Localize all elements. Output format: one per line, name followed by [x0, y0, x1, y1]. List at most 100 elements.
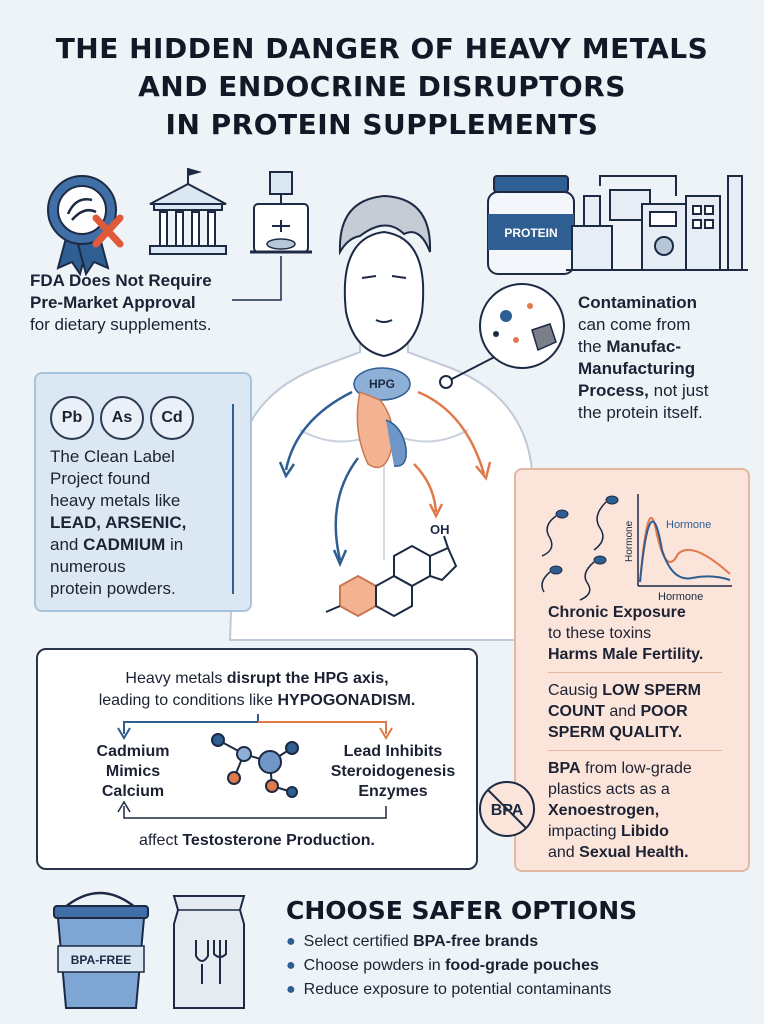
- clp-line-4-post: in: [170, 535, 184, 554]
- hormone-graph: Hormone Hormone Hormone: [624, 494, 732, 603]
- sperm-and-hormone-graph: Hormone Hormone Hormone: [541, 494, 732, 603]
- page-title: THE HIDDEN DANGER OF HEAVY METALS AND EN…: [0, 30, 764, 144]
- fert-bold-4: COUNT: [548, 703, 605, 720]
- fda-bold-2: Pre-Market Approval: [30, 293, 196, 312]
- bpa-free-bucket-icon: BPA-FREE: [53, 891, 149, 1009]
- contam-bold-3: Manufacturing: [578, 359, 696, 378]
- safer-item-3: ●Reduce exposure to potential contaminan…: [286, 981, 612, 998]
- clp-line-6: protein powders.: [50, 579, 176, 598]
- fert-text-1: to these toxins: [548, 625, 652, 642]
- fda-text: for dietary supplements.: [30, 315, 212, 334]
- fert-text-6: impacting: [548, 823, 617, 840]
- clean-label-text: The Clean Label Project found heavy meta…: [50, 446, 236, 600]
- safer-options-icons: BPA-FREE: [53, 891, 246, 1009]
- fert-bold-5: POOR: [640, 703, 688, 720]
- government-building-icon: [149, 168, 227, 255]
- fert-text-2: Causig: [548, 682, 598, 699]
- fert-bold-7: BPA: [548, 760, 581, 777]
- hpg-bottom-text: affect: [139, 832, 178, 849]
- contamination-notice: Contamination can come from the Manufac-…: [578, 292, 758, 424]
- hpg-line-2: leading to conditions like HYPOGONADISM.: [38, 690, 476, 711]
- fertility-panel: Hormone Hormone Hormone Chronic Exposure…: [514, 468, 750, 872]
- fert-text-4: from low-grade: [585, 760, 692, 777]
- fert-text-3: and: [609, 703, 637, 720]
- hpg-arrow-left: [284, 390, 353, 471]
- fert-bold-6: SPERM QUALITY.: [548, 724, 683, 741]
- protein-jar-label: PROTEIN: [504, 226, 557, 240]
- contam-bold-1: Contamination: [578, 293, 697, 312]
- cad-line-2: Mimics: [105, 763, 161, 780]
- cadmium-symbol: Cd: [150, 396, 194, 440]
- fda-bold-1: FDA Does Not Require: [30, 271, 212, 290]
- clp-line-4-pre: and: [50, 535, 79, 554]
- approval-ribbon-icon: [47, 175, 124, 277]
- graph-series-label: Hormone: [666, 519, 711, 531]
- safer-item-2: ●Choose powders in food-grade pouches: [286, 957, 599, 974]
- male-figure: [228, 194, 540, 641]
- bpa-text: BPA from low-grade plastics acts as a Xe…: [548, 758, 692, 863]
- clp-bold-1: LEAD, ARSENIC,: [50, 513, 187, 532]
- title-line-2: AND ENDOCRINE DISRUPTORS: [138, 70, 626, 103]
- contaminant-magnifier-icon: [439, 283, 565, 389]
- factory-machinery-icon: [566, 175, 748, 271]
- hpg-gland-icon: HPG: [353, 367, 411, 469]
- hpg-diagram: [117, 714, 393, 819]
- heavy-metals-panel: Pb As Cd The Clean Label Project found h…: [34, 372, 252, 612]
- testosterone-molecule-icon: OH: [325, 522, 458, 618]
- fert-text-5: plastics acts as a: [548, 781, 670, 798]
- safer-options-list: ●Select certified BPA-free brands ●Choos…: [286, 930, 611, 1002]
- contam-text-4: the protein itself.: [578, 403, 703, 422]
- food-grade-pouch-icon: [172, 895, 246, 1009]
- clp-line-5: numerous: [50, 557, 126, 576]
- contam-bold-2: Manufac-: [606, 337, 681, 356]
- arsenic-symbol: As: [100, 396, 144, 440]
- clp-line-1: The Clean Label: [50, 447, 175, 466]
- title-line-1: THE HIDDEN DANGER OF HEAVY METALS: [55, 32, 709, 65]
- hpg-bottom-line: affect Testosterone Production.: [38, 830, 476, 851]
- fert-bold-9: Libido: [620, 823, 669, 840]
- safer-item-1-pre: Select certified: [303, 933, 409, 950]
- mixing-machine-icon: [250, 171, 312, 254]
- clp-line-2: Project found: [50, 469, 151, 488]
- fert-text-7: and: [548, 844, 575, 861]
- molecule-network-icon: [211, 733, 299, 798]
- hpg-axis-panel: Heavy metals disrupt the HPG axis, leadi…: [36, 648, 478, 870]
- cadmium-mimics-calcium: Cadmium Mimics Calcium: [58, 742, 208, 802]
- lead-inhibits-enzymes: Lead Inhibits Steroidogenesis Enzymes: [318, 742, 468, 802]
- no-bpa-icon: BPA: [479, 781, 535, 837]
- fert-bold-8: Xenoestrogen,: [548, 802, 660, 819]
- contam-text-3: not just: [653, 381, 709, 400]
- hpg-text-2: leading to conditions like: [98, 692, 274, 709]
- cad-line-1: Cadmium: [96, 743, 170, 760]
- safer-item-1-bold: BPA-free brands: [413, 933, 539, 950]
- safer-item-1: ●Select certified BPA-free brands: [286, 933, 539, 950]
- panel-divider-1: [548, 672, 722, 673]
- hpg-text-1: Heavy metals: [125, 670, 223, 687]
- hpg-bold-2: HYPOGONADISM.: [277, 692, 416, 709]
- cad-line-3: Calcium: [101, 783, 165, 800]
- contam-text-2: the: [578, 337, 602, 356]
- graph-x-label: Hormone: [658, 591, 703, 603]
- fert-bold-2: Harms Male Fertility.: [548, 646, 704, 663]
- fert-bold-10: Sexual Health.: [579, 844, 689, 861]
- hpg-line-1: Heavy metals disrupt the HPG axis,: [38, 668, 476, 689]
- hpg-label: HPG: [369, 377, 395, 391]
- clp-line-3: heavy metals like: [50, 491, 181, 510]
- lead-line-3: Enzymes: [358, 783, 428, 800]
- lead-line-1: Lead Inhibits: [343, 743, 443, 760]
- sperm-icon: [541, 495, 619, 601]
- panel-divider: [232, 404, 234, 594]
- lead-symbol: Pb: [50, 396, 94, 440]
- safer-item-3-text: Reduce exposure to potential contaminant…: [303, 981, 612, 998]
- fda-notice: FDA Does Not Require Pre-Market Approval…: [30, 270, 290, 336]
- hpg-bold-1: disrupt the HPG axis,: [226, 670, 389, 687]
- lead-line-2: Steroidogenesis: [330, 763, 456, 780]
- protein-jar-icon: PROTEIN: [487, 175, 575, 275]
- safer-item-2-bold: food-grade pouches: [445, 957, 599, 974]
- safer-options-title: CHOOSE SAFER OPTIONS: [286, 896, 638, 925]
- metal-symbols: Pb As Cd: [50, 396, 194, 440]
- contam-text-1: can come from: [578, 315, 691, 334]
- contam-bold-4: Process,: [578, 381, 649, 400]
- hpg-bottom-bold: Testosterone Production.: [182, 832, 375, 849]
